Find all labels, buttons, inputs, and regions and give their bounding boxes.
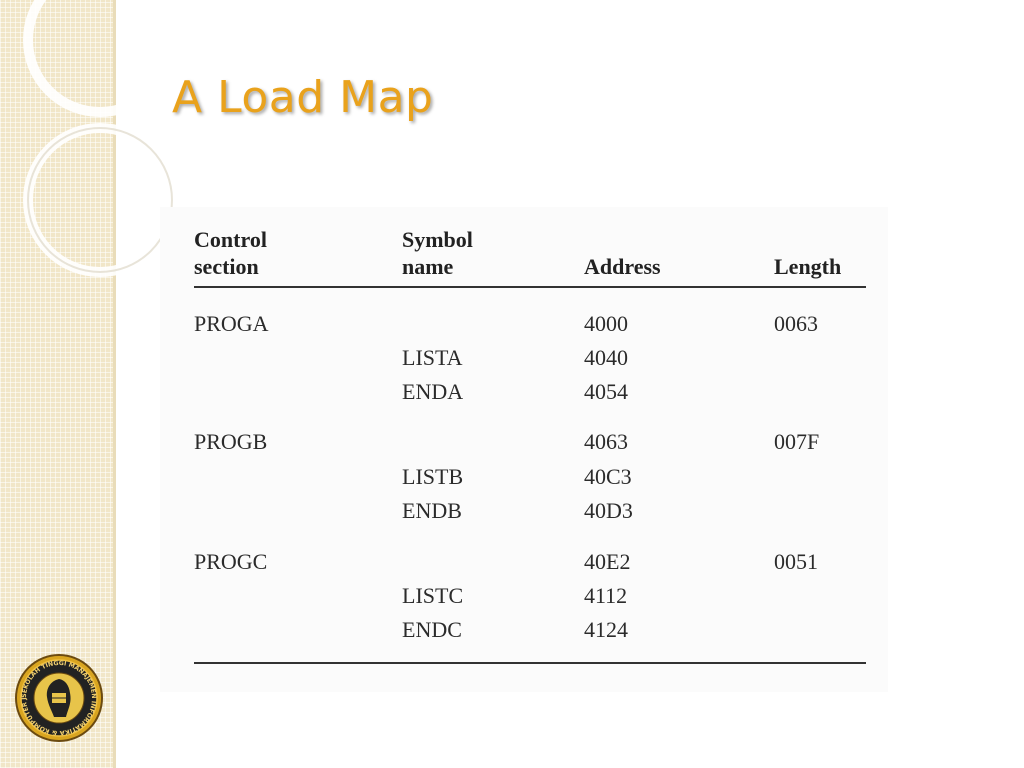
header-rule	[194, 286, 866, 288]
row-5-symbol-name: LISTB	[402, 464, 464, 489]
row-8-address: 4112	[584, 583, 628, 608]
row-8-symbol-name: LISTC	[402, 583, 464, 608]
row-6-symbol-name: ENDB	[402, 498, 462, 523]
side-strip-edge	[113, 0, 116, 768]
row-7-length: 0051	[774, 549, 818, 574]
scanned-table-image: Control section Symbol name Address Leng…	[160, 207, 888, 692]
decorative-arcs	[23, 0, 177, 277]
row-1-control-section: PROGA	[194, 311, 269, 336]
row-7-control-section: PROGC	[194, 549, 268, 574]
row-4-length: 007F	[774, 429, 820, 454]
slide-title: A Load Map	[172, 72, 434, 123]
row-9-address: 4124	[584, 617, 628, 642]
row-2-address: 4040	[584, 345, 628, 370]
row-1-length: 0063	[774, 311, 818, 336]
header-address: Address	[584, 254, 661, 279]
header-symbol-name-line1: Symbol	[402, 227, 473, 252]
row-9-symbol-name: ENDC	[402, 617, 462, 642]
row-2-symbol-name: LISTA	[402, 345, 463, 370]
row-4-address: 4063	[584, 429, 628, 454]
row-4-control-section: PROGB	[194, 429, 268, 454]
row-3-symbol-name: ENDA	[402, 379, 464, 404]
row-3-address: 4054	[584, 379, 628, 404]
header-symbol-name-line2: name	[402, 254, 454, 279]
load-map-table: Control section Symbol name Address Leng…	[160, 207, 888, 692]
institution-seal-icon: SEKOLAH TINGGI MANAJEMEN INFORMATIKA & K…	[14, 653, 103, 742]
row-7-address: 40E2	[584, 549, 631, 574]
header-control-section-line2: section	[194, 254, 259, 279]
bottom-rule	[194, 662, 866, 664]
header-control-section-line1: Control	[194, 227, 267, 252]
row-1-address: 4000	[584, 311, 628, 336]
row-5-address: 40C3	[584, 464, 632, 489]
row-6-address: 40D3	[584, 498, 633, 523]
header-length: Length	[774, 254, 842, 279]
